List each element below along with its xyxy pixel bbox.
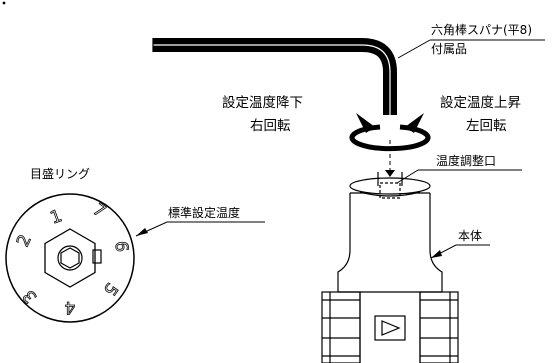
scale-ring-label: 目盛リング	[30, 166, 90, 181]
dial-number-5: 5	[99, 279, 122, 299]
dial-number-4: 4	[65, 297, 76, 317]
dial-number-7: 7	[89, 200, 109, 223]
corner-dot	[2, 1, 6, 5]
dial-number-6: 6	[111, 240, 132, 253]
rotate-right-line1: 設定温度降下	[222, 95, 303, 111]
standard-setting-leader	[135, 221, 265, 237]
body-label: 本体	[458, 229, 482, 243]
body-center	[359, 292, 421, 363]
adjust-port-leader	[396, 169, 419, 184]
wrench-leader	[397, 39, 431, 59]
dial-number-2: 2	[13, 232, 36, 250]
wrench-label-line2: 付属品	[431, 42, 467, 56]
dial-number-3: 3	[19, 286, 41, 307]
dial-number-1: 1	[48, 206, 65, 228]
left-thread	[321, 291, 361, 363]
flow-direction-icon	[374, 315, 406, 341]
scale-ring-dial	[5, 193, 135, 323]
valve-body	[337, 172, 443, 293]
dial-numbers: 1 2 3 4 5 6 7	[13, 199, 132, 317]
rotate-left-line2: 左回転	[466, 118, 507, 134]
insertion-guide	[385, 140, 395, 177]
rotate-right-line2: 右回転	[250, 118, 291, 134]
rotate-left-line1: 設定温度上昇	[440, 95, 521, 111]
wrench-label-line1: 六角棒スパナ(平8)	[431, 23, 532, 37]
hex-wrench	[152, 38, 397, 115]
adjust-port-label: 温度調整口	[436, 153, 496, 168]
right-thread	[419, 291, 459, 363]
standard-setting-label: 標準設定温度	[168, 205, 240, 220]
